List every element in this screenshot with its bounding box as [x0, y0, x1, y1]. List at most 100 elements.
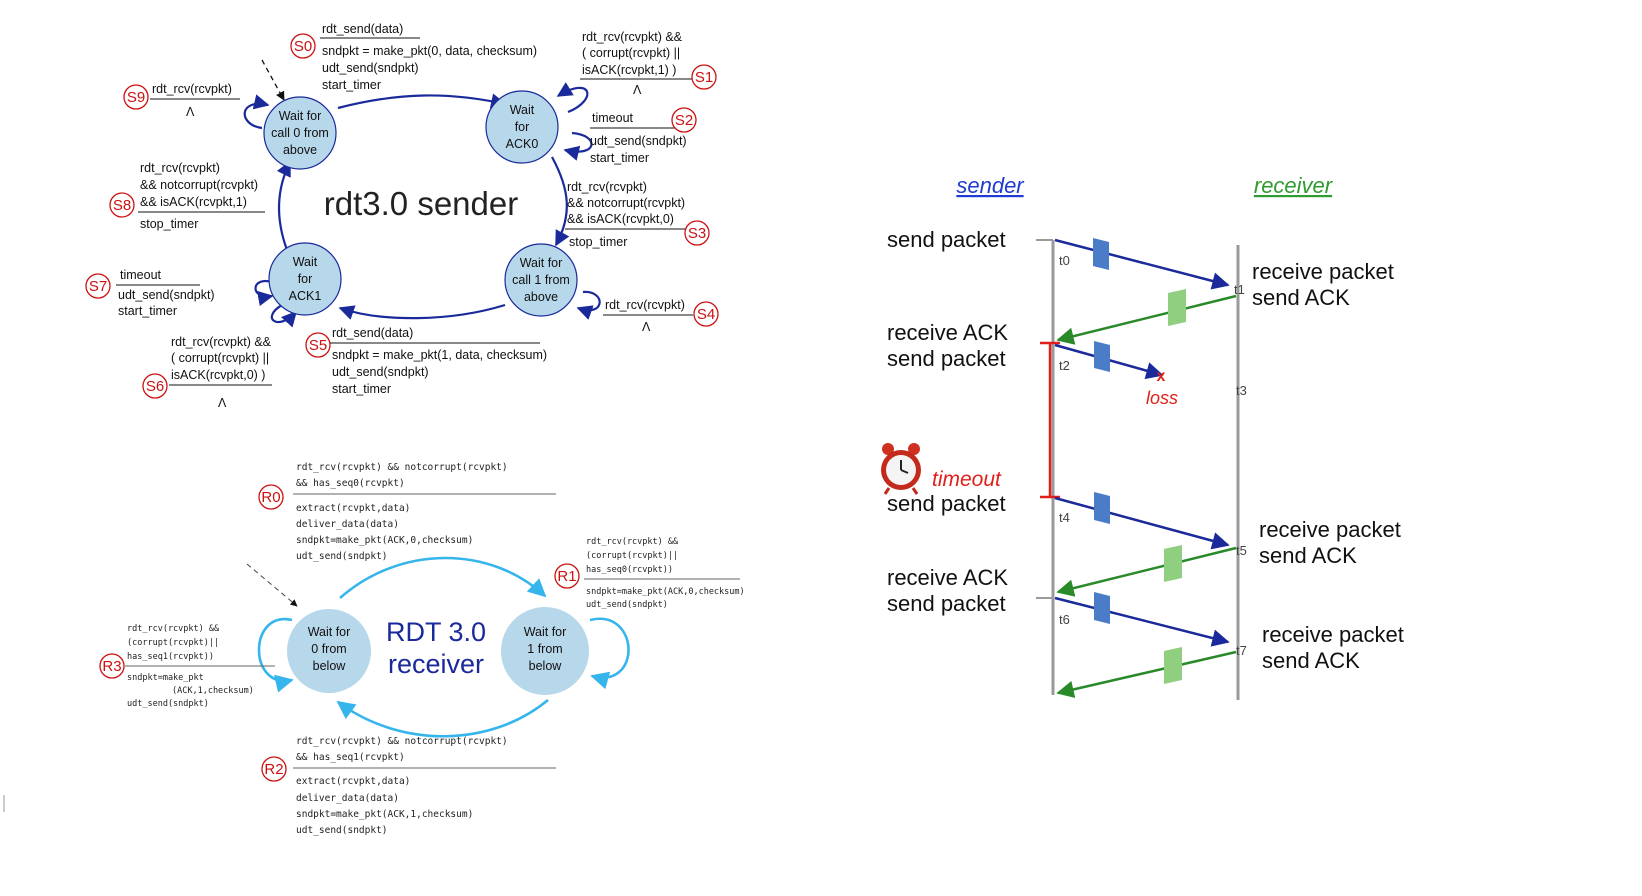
r2-action: deliver_data(data): [296, 793, 399, 804]
s4-event: rdt_rcv(rcvpkt): [605, 298, 685, 312]
r1-action: udt_send(sndpkt): [586, 600, 668, 610]
receiver-arc-r1: [339, 556, 547, 599]
receiver-fsm-title: RDT 3.0: [386, 617, 486, 647]
transition-s5: S5 rdt_send(data) sndpkt = make_pkt(1, d…: [305, 326, 547, 396]
tag-s5-circle: [305, 332, 331, 358]
timeline-diagram: sender receiver: [881, 173, 1404, 700]
sender-event-label: send packet: [887, 591, 1006, 616]
s2-action: start_timer: [590, 151, 649, 165]
packet-block: [1094, 592, 1110, 624]
s7-action: start_timer: [118, 304, 177, 318]
ack-block: [1164, 545, 1182, 582]
r3-action: udt_send(sndpkt): [127, 699, 209, 709]
ack-block: [1164, 647, 1182, 684]
state-label: for: [298, 272, 313, 286]
state-label: Wait for: [524, 625, 567, 639]
state-wait-0-below: [287, 609, 371, 693]
state-label: Wait for: [520, 256, 563, 270]
r0-action: sndpkt=make_pkt(ACK,0,checksum): [296, 535, 473, 546]
tag-s6: S6: [146, 378, 164, 395]
sender-event-label: receive ACK: [887, 565, 1008, 590]
loss-x-icon: x: [1157, 368, 1166, 385]
alarm-clock-icon: [881, 443, 921, 495]
r3-event: has_seq1(rcvpkt)): [127, 652, 214, 662]
s0-event: rdt_send(data): [322, 22, 403, 36]
loop-s7: [254, 279, 274, 307]
tag-r2: R2: [264, 761, 283, 778]
sender-fsm-title: rdt3.0 sender: [324, 185, 518, 222]
state-label: Wait for: [308, 625, 351, 639]
receiver-fsm-title: receiver: [388, 649, 484, 679]
tag-s1: S1: [695, 69, 713, 86]
loop-s9: [243, 94, 270, 130]
packet-arrow-2: [1054, 496, 1230, 550]
s7-action: udt_send(sndpkt): [118, 288, 215, 302]
s1-event: rdt_rcv(rcvpkt) &&: [582, 30, 683, 44]
state-wait-call1: [504, 243, 578, 317]
s8-action: stop_timer: [140, 217, 198, 231]
state-label: ACK0: [506, 137, 539, 151]
sender-arc-s5: [338, 303, 506, 320]
state-label: below: [313, 659, 347, 673]
tag-s4: S4: [697, 306, 715, 323]
tag-r0: R0: [261, 489, 280, 506]
r0-event: rdt_rcv(rcvpkt) && notcorrupt(rcvpkt): [296, 462, 508, 473]
state-wait-1-below: [501, 607, 589, 695]
state-label: for: [515, 120, 530, 134]
tag-s7: S7: [89, 278, 107, 295]
sender-event-label: receive ACK: [887, 320, 1008, 345]
packet-block: [1094, 492, 1110, 524]
sender-fsm: Wait for call 0 from above Wait for ACK0…: [85, 22, 719, 410]
s1-event: isACK(rcvpkt,1) ): [582, 63, 676, 77]
loop-r3: [257, 617, 294, 693]
s3-event: && isACK(rcvpkt,0): [567, 212, 674, 226]
r0-action: deliver_data(data): [296, 519, 399, 530]
state-label: below: [529, 659, 563, 673]
r2-action: extract(rcvpkt,data): [296, 776, 410, 787]
r3-event: rdt_rcv(rcvpkt) &&: [127, 624, 220, 634]
loss-label: loss: [1146, 388, 1178, 408]
s9-action: Λ: [186, 105, 195, 119]
tag-s4-circle: [693, 301, 719, 327]
transition-s9: S9 rdt_rcv(rcvpkt) Λ: [123, 82, 240, 119]
transition-s2: timeout udt_send(sndpkt) start_timer S2: [590, 107, 697, 165]
tag-s9-circle: [123, 84, 149, 110]
r2-event: && has_seq1(rcvpkt): [296, 752, 405, 763]
time-label: t1: [1234, 282, 1245, 297]
s3-action: stop_timer: [569, 235, 627, 249]
s6-event: rdt_rcv(rcvpkt) &&: [171, 335, 272, 349]
state-wait-ack0: [485, 90, 559, 164]
tag-r1: R1: [557, 568, 576, 585]
packet-arrow-3: [1054, 596, 1230, 647]
s0-action: udt_send(sndpkt): [322, 61, 419, 75]
loop-s4: [576, 290, 601, 320]
s2-event: timeout: [592, 111, 634, 125]
r2-event: rdt_rcv(rcvpkt) && notcorrupt(rcvpkt): [296, 736, 508, 747]
loop-s2: [563, 131, 593, 161]
transition-s7: S7 timeout udt_send(sndpkt) start_timer: [85, 268, 215, 318]
packet-blocks: [1093, 238, 1110, 624]
s9-event: rdt_rcv(rcvpkt): [152, 82, 232, 96]
tag-r2-circle: [261, 756, 287, 782]
r0-action: udt_send(sndpkt): [296, 551, 388, 562]
ack-blocks: [1164, 289, 1186, 684]
timeout-label: timeout: [932, 468, 1002, 491]
s5-action: start_timer: [332, 382, 391, 396]
sender-heading: sender: [956, 173, 1025, 198]
transition-r3: rdt_rcv(rcvpkt) && (corrupt(rcvpkt)|| ha…: [99, 624, 275, 709]
tag-s9: S9: [127, 89, 145, 106]
sender-initial-arrow: [261, 59, 285, 101]
sender-event-label: send packet: [887, 346, 1006, 371]
state-label: above: [524, 290, 558, 304]
receiver-event-label: send ACK: [1262, 648, 1360, 673]
tag-s7-circle: [85, 273, 111, 299]
receiver-event-label: receive packet: [1262, 622, 1404, 647]
ack-block: [1168, 289, 1186, 326]
r1-event: has_seq0(rcvpkt)): [586, 565, 673, 575]
state-label: above: [283, 143, 317, 157]
time-label: t2: [1059, 358, 1070, 373]
tag-r1-circle: [554, 563, 580, 589]
s1-event: ( corrupt(rcvpkt) ||: [582, 46, 680, 60]
r3-action: (ACK,1,checksum): [172, 686, 254, 696]
loop-s6: [270, 304, 298, 328]
